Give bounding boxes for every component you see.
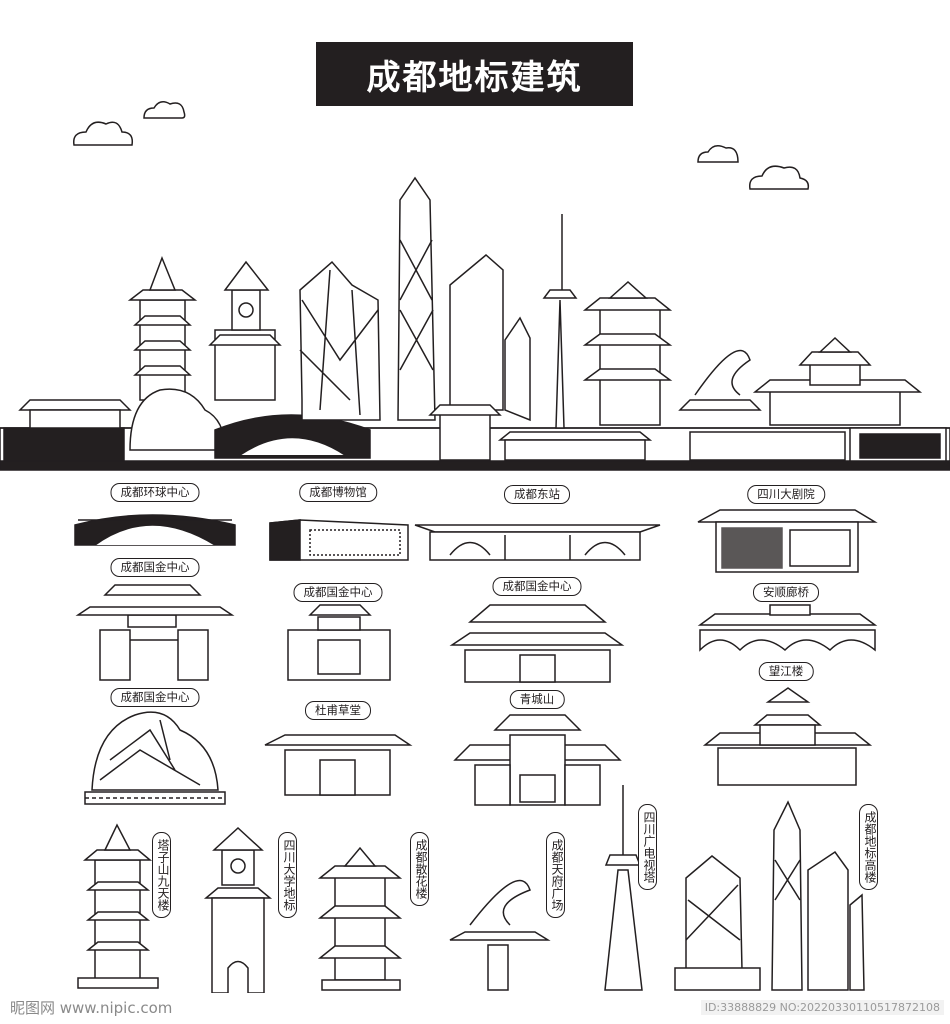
panda-sculpture-drawing bbox=[84, 711, 226, 805]
small-pavilion-drawing bbox=[287, 604, 391, 681]
page-title: 成都地标建筑 bbox=[366, 57, 583, 98]
label-east-station: 成都东站 bbox=[504, 485, 570, 504]
label-qingcheng: 青城山 bbox=[509, 690, 565, 709]
watermark-logo: 昵图网 www.nipic.com bbox=[10, 999, 173, 1017]
label-guojin-1: 成都国金中心 bbox=[110, 558, 200, 577]
cloud-icon bbox=[73, 101, 810, 190]
label-guojin-4: 成都国金中心 bbox=[110, 688, 200, 707]
watermark-id: ID:33888829 NO:20220330110517872108 bbox=[700, 1000, 944, 1015]
anshun-bridge-drawing bbox=[697, 604, 878, 652]
label-grand-theatre: 四川大剧院 bbox=[747, 485, 825, 504]
east-station-drawing bbox=[414, 524, 661, 561]
label-museum: 成都博物馆 bbox=[299, 483, 377, 502]
university-tower-drawing bbox=[203, 826, 273, 994]
tazishan-pagoda-drawing bbox=[77, 823, 159, 989]
qingcheng-gate-drawing bbox=[453, 714, 622, 806]
huanqiu-drawing bbox=[74, 514, 236, 546]
paifang-drawing bbox=[75, 584, 235, 681]
label-huanqiu: 成都环球中心 bbox=[110, 483, 200, 502]
sanhua-tower-drawing bbox=[317, 846, 403, 991]
label-guojin-3: 成都国金中心 bbox=[492, 577, 582, 596]
dufu-cottage-drawing bbox=[264, 734, 413, 796]
skyline-buildings bbox=[3, 176, 947, 462]
label-tianfu-square: 成都天府广场 bbox=[546, 832, 565, 918]
label-dufu: 杜甫草堂 bbox=[305, 701, 371, 720]
label-tv-tower: 四川广电视塔 bbox=[638, 804, 657, 890]
grand-theatre-drawing bbox=[697, 509, 878, 573]
label-sanhua: 成都散花楼 bbox=[410, 832, 429, 906]
skyline-ground bbox=[0, 460, 950, 471]
label-high-rise: 成都地标高楼 bbox=[859, 804, 878, 890]
label-tazishan: 塔子山九天楼 bbox=[152, 832, 171, 918]
museum-drawing bbox=[269, 519, 409, 561]
temple-hall-drawing bbox=[449, 604, 625, 683]
tv-tower-drawing bbox=[604, 785, 643, 991]
wangjiang-tower-drawing bbox=[702, 687, 873, 786]
label-anshun-bridge: 安顺廊桥 bbox=[753, 583, 819, 602]
spiral-sculpture-drawing bbox=[449, 879, 551, 991]
label-sichuan-univ: 四川大学地标 bbox=[278, 832, 297, 918]
high-rise-drawing bbox=[674, 800, 865, 991]
label-wangjiang: 望江楼 bbox=[758, 662, 814, 681]
title-banner: 成都地标建筑 bbox=[316, 42, 633, 106]
label-guojin-2: 成都国金中心 bbox=[293, 583, 383, 602]
